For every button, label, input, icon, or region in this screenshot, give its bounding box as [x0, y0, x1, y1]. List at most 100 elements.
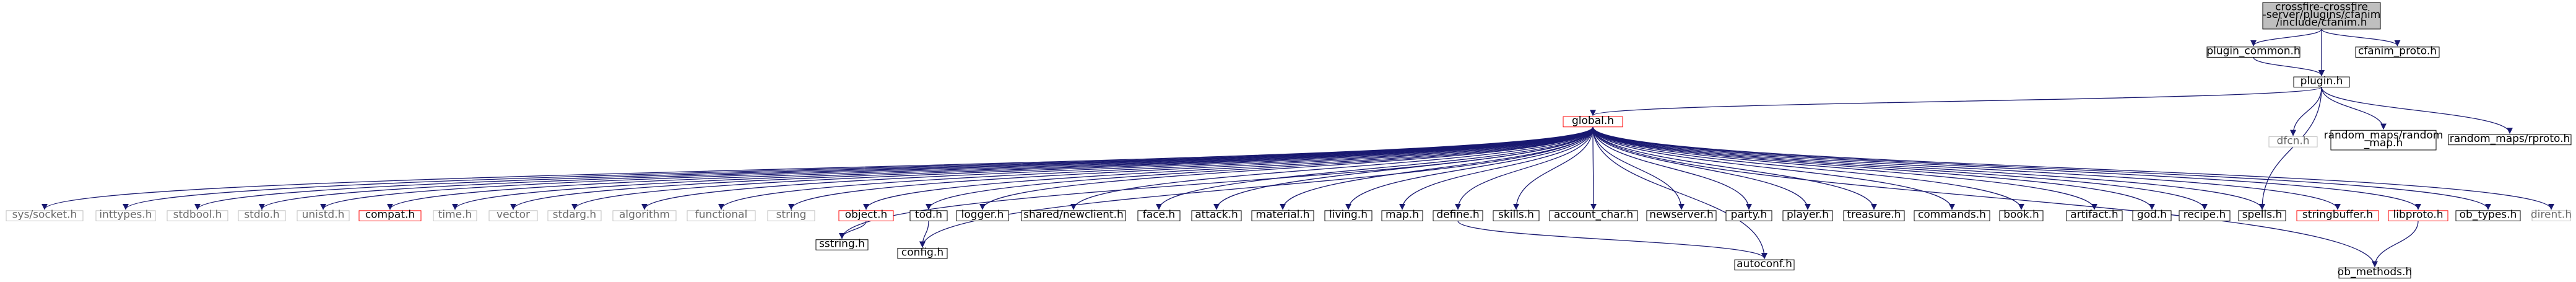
node-label: algorithm	[619, 209, 670, 221]
node-label: living.h	[1329, 209, 1368, 221]
node-treasure[interactable]: treasure.h	[1843, 209, 1905, 221]
node-material[interactable]: material.h	[1251, 209, 1314, 221]
node-object[interactable]: object.h	[838, 209, 894, 221]
node-unistd: unistd.h	[297, 209, 350, 221]
edge-root-to-cfanim_proto	[2321, 29, 2401, 46]
node-spells[interactable]: spells.h	[2238, 209, 2286, 221]
node-sstring[interactable]: sstring.h	[815, 238, 869, 250]
node-cfanim-proto[interactable]: cfanim_proto.h	[2355, 45, 2440, 58]
node-label: -server/plugins/cfanim	[2263, 9, 2381, 21]
node-stdarg: stdarg.h	[547, 209, 602, 221]
node-label: ob_types.h	[2460, 209, 2517, 221]
edge-global-to-functional	[718, 126, 1594, 210]
node-commands[interactable]: commands.h	[1914, 209, 1990, 221]
node-attack[interactable]: attack.h	[1191, 209, 1242, 221]
edge-plugin-to-rproto	[2321, 87, 2513, 134]
node-book[interactable]: book.h	[1999, 209, 2044, 221]
node-label: global.h	[1572, 115, 1614, 127]
edge-global-to-stdio	[259, 126, 1594, 210]
node-logger[interactable]: logger.h	[956, 209, 1009, 221]
edge-global-to-treasure	[1592, 126, 1877, 210]
node-config[interactable]: config.h	[897, 246, 948, 259]
node-player[interactable]: player.h	[1782, 209, 1833, 221]
node-ob-types[interactable]: ob_types.h	[2455, 209, 2521, 221]
node-label: commands.h	[1918, 209, 1986, 221]
node-living[interactable]: living.h	[1324, 209, 1373, 221]
edge-global-to-player	[1592, 126, 1811, 210]
edge-global-to-config	[919, 126, 1594, 248]
edge-global-to-skills	[1513, 126, 1594, 210]
edge-tod-to-config	[919, 221, 929, 248]
node-label: config.h	[901, 246, 943, 258]
node-time: time.h	[433, 209, 477, 221]
edge-global-to-string	[788, 126, 1594, 210]
node-stringbuffer[interactable]: stringbuffer.h	[2296, 209, 2379, 221]
node-random-map[interactable]: random_maps/random_map.h	[2324, 129, 2444, 151]
node-inttypes: inttypes.h	[95, 209, 156, 221]
node-label: _map.h	[2364, 137, 2403, 149]
edge-global-to-party	[1592, 126, 1752, 210]
node-plugin-common[interactable]: plugin_common.h	[2206, 45, 2301, 58]
node-label: plugin.h	[2301, 75, 2343, 87]
node-label: /include/cfanim.h	[2276, 17, 2367, 29]
node-compat[interactable]: compat.h	[358, 209, 422, 221]
node-label: cfanim_proto.h	[2358, 45, 2437, 58]
node-label: attack.h	[1195, 209, 1238, 221]
node-label: libproto.h	[2393, 209, 2444, 221]
node-label: crossfire-crossfire	[2275, 1, 2368, 14]
node-label: skills.h	[1498, 209, 1534, 221]
node-party[interactable]: party.h	[1725, 209, 1772, 221]
node-label: autoconf.h	[1737, 258, 1792, 270]
edge-global-to-book	[1592, 126, 2024, 210]
node-face[interactable]: face.h	[1137, 209, 1181, 221]
edge-global-to-map	[1399, 126, 1594, 210]
node-skills[interactable]: skills.h	[1493, 209, 1540, 221]
edge-global-to-god	[1592, 126, 2155, 210]
node-label: plugin_common.h	[2206, 45, 2300, 58]
edge-global-to-account_char	[1590, 126, 1597, 210]
node-newserver[interactable]: newserver.h	[1646, 209, 1717, 221]
node-label: define.h	[1436, 209, 1479, 221]
edge-define-to-autoconf	[1457, 221, 1767, 260]
node-account-char[interactable]: account_char.h	[1549, 209, 1638, 221]
edge-global-to-autoconf	[1592, 126, 1767, 260]
node-plugin[interactable]: plugin.h	[2293, 75, 2350, 88]
edge-global-to-define	[1455, 126, 1594, 210]
node-recipe[interactable]: recipe.h	[2179, 209, 2231, 221]
dependency-edges	[41, 29, 2554, 268]
edge-global-to-spells	[1592, 126, 2265, 210]
edge-plugin_common-to-plugin	[2253, 57, 2325, 77]
node-libproto[interactable]: libproto.h	[2388, 209, 2448, 221]
node-define[interactable]: define.h	[1433, 209, 1483, 221]
node-label: map.h	[1386, 209, 1419, 221]
edge-global-to-vector	[510, 126, 1594, 210]
node-label: treasure.h	[1847, 209, 1901, 221]
node-label: material.h	[1255, 209, 1309, 221]
node-map[interactable]: map.h	[1381, 209, 1423, 221]
edge-global-to-time	[452, 126, 1594, 210]
node-ob-methods[interactable]: ob_methods.h	[2338, 266, 2412, 279]
node-label: stringbuffer.h	[2302, 209, 2373, 221]
node-label: ob_methods.h	[2338, 266, 2412, 278]
node-stdio: stdio.h	[238, 209, 286, 221]
node-label: vector	[497, 209, 530, 221]
node-label: functional	[695, 209, 748, 221]
node-tod[interactable]: tod.h	[909, 209, 948, 221]
edge-plugin-to-random_map	[2321, 87, 2387, 130]
edge-global-to-living	[1345, 126, 1594, 210]
file-nodes: crossfire-crossfire-server/plugins/cfani…	[6, 1, 2572, 279]
node-rproto[interactable]: random_maps/rproto.h	[2448, 133, 2572, 146]
node-label: time.h	[438, 209, 472, 221]
edge-global-to-stdarg	[571, 126, 1594, 210]
node-root[interactable]: crossfire-crossfire-server/plugins/cfani…	[2262, 1, 2381, 30]
node-artifact[interactable]: artifact.h	[2066, 209, 2123, 221]
node-god[interactable]: god.h	[2132, 209, 2172, 221]
node-global[interactable]: global.h	[1563, 115, 1623, 128]
node-label: book.h	[2003, 209, 2039, 221]
node-autoconf[interactable]: autoconf.h	[1734, 258, 1795, 271]
edge-global-to-algorithm	[641, 126, 1594, 210]
node-newclient[interactable]: shared/newclient.h	[1021, 209, 1126, 221]
node-label: account_char.h	[1554, 209, 1633, 221]
edge-global-to-newserver	[1592, 126, 1685, 210]
